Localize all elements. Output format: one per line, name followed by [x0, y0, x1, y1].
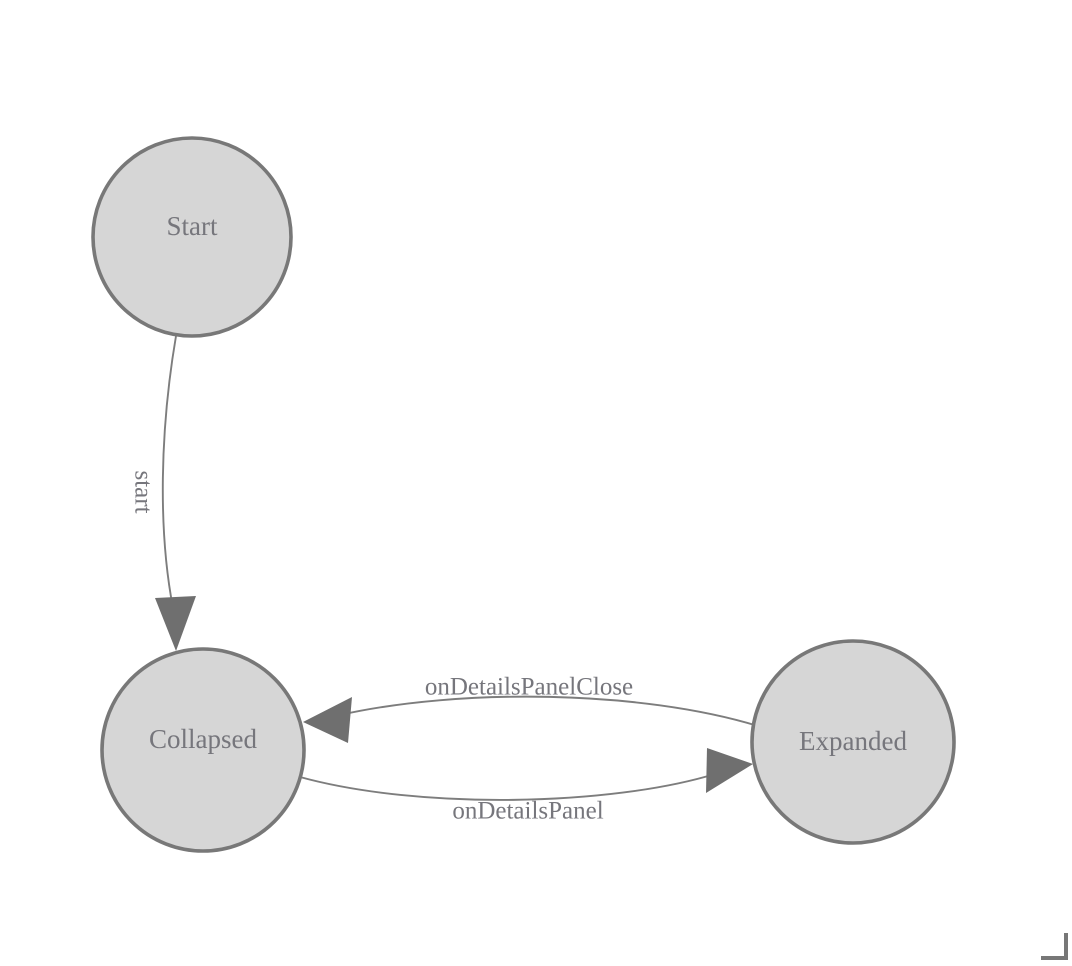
edge-expanded-to-collapsed-arrowhead	[303, 697, 352, 743]
edge-label-on-details-panel-close: onDetailsPanelClose	[425, 674, 633, 701]
edge-start-to-collapsed[interactable]	[155, 335, 196, 651]
node-collapsed-label: Collapsed	[149, 724, 257, 754]
node-collapsed[interactable]: Collapsed	[100, 647, 306, 853]
edge-expanded-to-collapsed[interactable]	[303, 695, 759, 743]
edge-label-start: start	[129, 470, 156, 513]
node-expanded[interactable]: Expanded	[750, 639, 956, 845]
edge-collapsed-to-expanded-arrowhead	[706, 748, 753, 793]
edge-start-to-collapsed-arrowhead	[155, 596, 196, 651]
edge-start-to-collapsed-path	[161, 335, 177, 609]
resize-handle-icon[interactable]	[1041, 933, 1068, 960]
node-collapsed-circle	[100, 647, 306, 853]
edge-label-on-details-panel: onDetailsPanel	[452, 798, 603, 825]
node-expanded-label: Expanded	[799, 726, 907, 756]
node-start-circle	[91, 136, 293, 338]
node-start[interactable]: Start	[91, 136, 293, 338]
node-expanded-circle	[750, 639, 956, 845]
edge-collapsed-to-expanded-path	[299, 773, 716, 801]
edge-collapsed-to-expanded[interactable]	[299, 748, 753, 801]
node-start-label: Start	[167, 211, 218, 241]
edge-expanded-to-collapsed-path	[339, 695, 759, 727]
